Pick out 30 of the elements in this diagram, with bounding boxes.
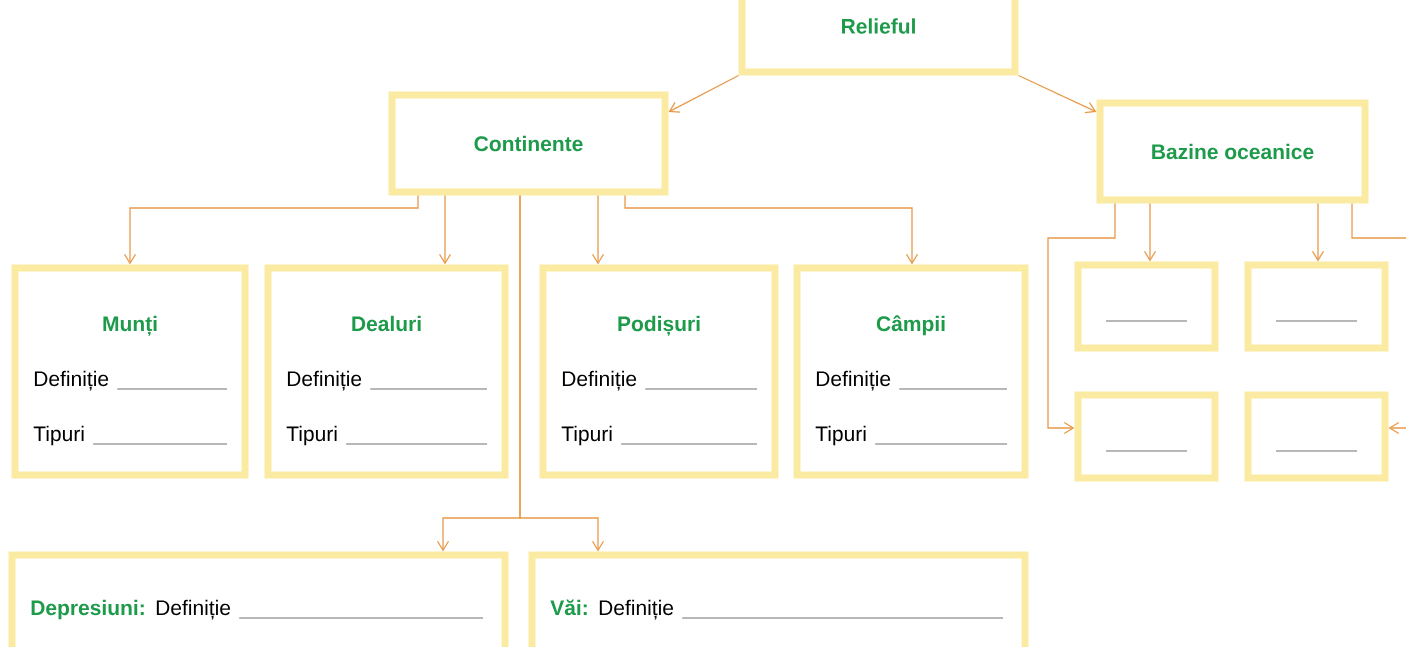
arrow (438, 194, 452, 265)
label-text: Definiție (34, 370, 109, 391)
label-text: Definiție (816, 370, 891, 391)
heading-text: Văi: (550, 599, 587, 616)
heading-text: Depresiuni: (31, 599, 144, 620)
heading-text: Munți (103, 315, 157, 336)
label-text: Definiție (562, 370, 637, 391)
arrow (1017, 74, 1097, 114)
arrow (519, 194, 605, 552)
arrow (1047, 202, 1116, 435)
label-text: Definiție (287, 370, 362, 391)
arrow (1143, 202, 1157, 262)
heading-text: Relieful (842, 18, 915, 34)
arrow (591, 194, 605, 265)
label-text: Tipuri (286, 425, 337, 446)
label-text: Tipuri (561, 425, 612, 446)
label-text: Definiție (156, 599, 231, 620)
label-text: Tipuri (33, 425, 84, 446)
label-text: Definiție (599, 599, 674, 620)
arrow (1351, 202, 1406, 435)
heading-text: Bazine oceanice (1152, 143, 1314, 160)
heading-text: Dealuri (352, 315, 421, 332)
arrow (624, 194, 919, 265)
arrow (123, 194, 419, 265)
heading-text: Continente (474, 135, 583, 152)
heading-text: Podișuri (618, 315, 700, 336)
label-text: Tipuri (815, 425, 866, 446)
arrow (1311, 202, 1325, 262)
heading-text: Câmpii (876, 315, 945, 336)
arrow (668, 74, 740, 113)
